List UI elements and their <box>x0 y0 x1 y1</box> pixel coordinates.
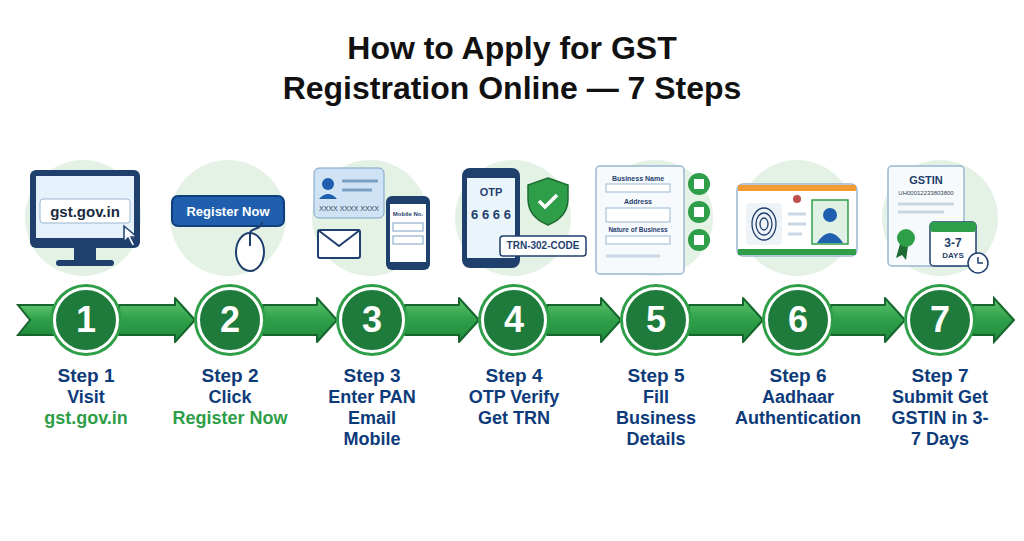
step-description: OTP Verify Get TRN <box>460 387 568 429</box>
flow-arrow <box>689 298 763 342</box>
step-heading: Step 7 <box>911 365 968 387</box>
step-circle: 3 <box>339 287 405 353</box>
icon-label: GSTIN <box>909 175 943 186</box>
icon-label: Register Now <box>186 205 269 218</box>
step-heading: Step 1 <box>57 365 114 387</box>
step-circle: 1 <box>53 287 119 353</box>
step-heading: Step 5 <box>627 365 684 387</box>
icon-label: Address <box>624 198 652 205</box>
step-number: 1 <box>76 302 96 338</box>
band-end-arrow <box>973 298 1014 342</box>
icon-label: 6 6 6 6 <box>471 208 511 221</box>
contact-icon <box>314 168 430 270</box>
flow-arrow <box>263 298 337 342</box>
step-description: Submit Get GSTIN in 3-7 Days <box>888 387 992 450</box>
step-number: 3 <box>362 302 382 338</box>
step-heading: Step 3 <box>343 365 400 387</box>
flow-arrow <box>831 298 905 342</box>
step-circle: 5 <box>623 287 689 353</box>
icon-label: OTP <box>480 187 503 198</box>
step-number: 2 <box>220 302 240 338</box>
step-node: 3Step 3Enter PAN Email Mobile <box>297 287 447 450</box>
step-description: Click <box>165 387 295 408</box>
icon-label: XXXX XXXX XXXX <box>319 205 379 212</box>
step-circle: 6 <box>765 287 831 353</box>
flow-arrow <box>119 298 195 342</box>
icon-label: 3-7 <box>944 237 961 249</box>
step-circle: 7 <box>907 287 973 353</box>
icon-backdrops <box>25 160 998 276</box>
step-description: Fill Business Details <box>610 387 702 450</box>
step-circle: 2 <box>197 287 263 353</box>
step-node: 4Step 4OTP Verify Get TRN <box>439 287 589 429</box>
step-circle: 4 <box>481 287 547 353</box>
step-number: 7 <box>930 302 950 338</box>
step-description: Register Now <box>165 408 295 429</box>
icon-label: Mobile No. <box>393 211 423 217</box>
register-button-icon <box>172 196 284 271</box>
step-description: Enter PAN Email Mobile <box>322 387 422 450</box>
flow-arrow <box>547 298 621 342</box>
step-description: Visit <box>21 387 151 408</box>
monitor-icon <box>30 170 140 266</box>
step-node: 2Step 2ClickRegister Now <box>155 287 305 429</box>
step-node: 6Step 6Aadhaar Authentication <box>723 287 873 429</box>
step-heading: Step 6 <box>769 365 826 387</box>
flow-arrow <box>405 298 479 342</box>
aadhaar-card-icon <box>737 184 857 256</box>
certificate-icon <box>888 166 988 273</box>
icon-label: Business Name <box>612 175 664 182</box>
step-node: 1Step 1Visitgst.gov.in <box>11 287 161 429</box>
step-description: gst.gov.in <box>21 408 151 429</box>
step-description: Aadhaar Authentication <box>728 387 868 429</box>
page-title: How to Apply for GST Registration Online… <box>252 28 772 108</box>
step-number: 5 <box>646 302 666 338</box>
icon-label: DAYS <box>942 252 964 260</box>
band-tail <box>18 305 54 335</box>
step-number: 6 <box>788 302 808 338</box>
step-number: 4 <box>504 302 524 338</box>
step-heading: Step 4 <box>485 365 542 387</box>
step-heading: Step 2 <box>201 365 258 387</box>
form-icon <box>596 166 710 274</box>
step-node: 7Step 7Submit Get GSTIN in 3-7 Days <box>865 287 1015 450</box>
otp-icon <box>462 168 586 268</box>
icon-label: Nature of Business <box>608 227 667 234</box>
icon-label: TRN-302-CODE <box>507 241 580 251</box>
icon-label: UH00012233803800 <box>898 190 953 196</box>
step-node: 5Step 5Fill Business Details <box>581 287 731 450</box>
icon-label: gst.gov.in <box>50 204 120 219</box>
